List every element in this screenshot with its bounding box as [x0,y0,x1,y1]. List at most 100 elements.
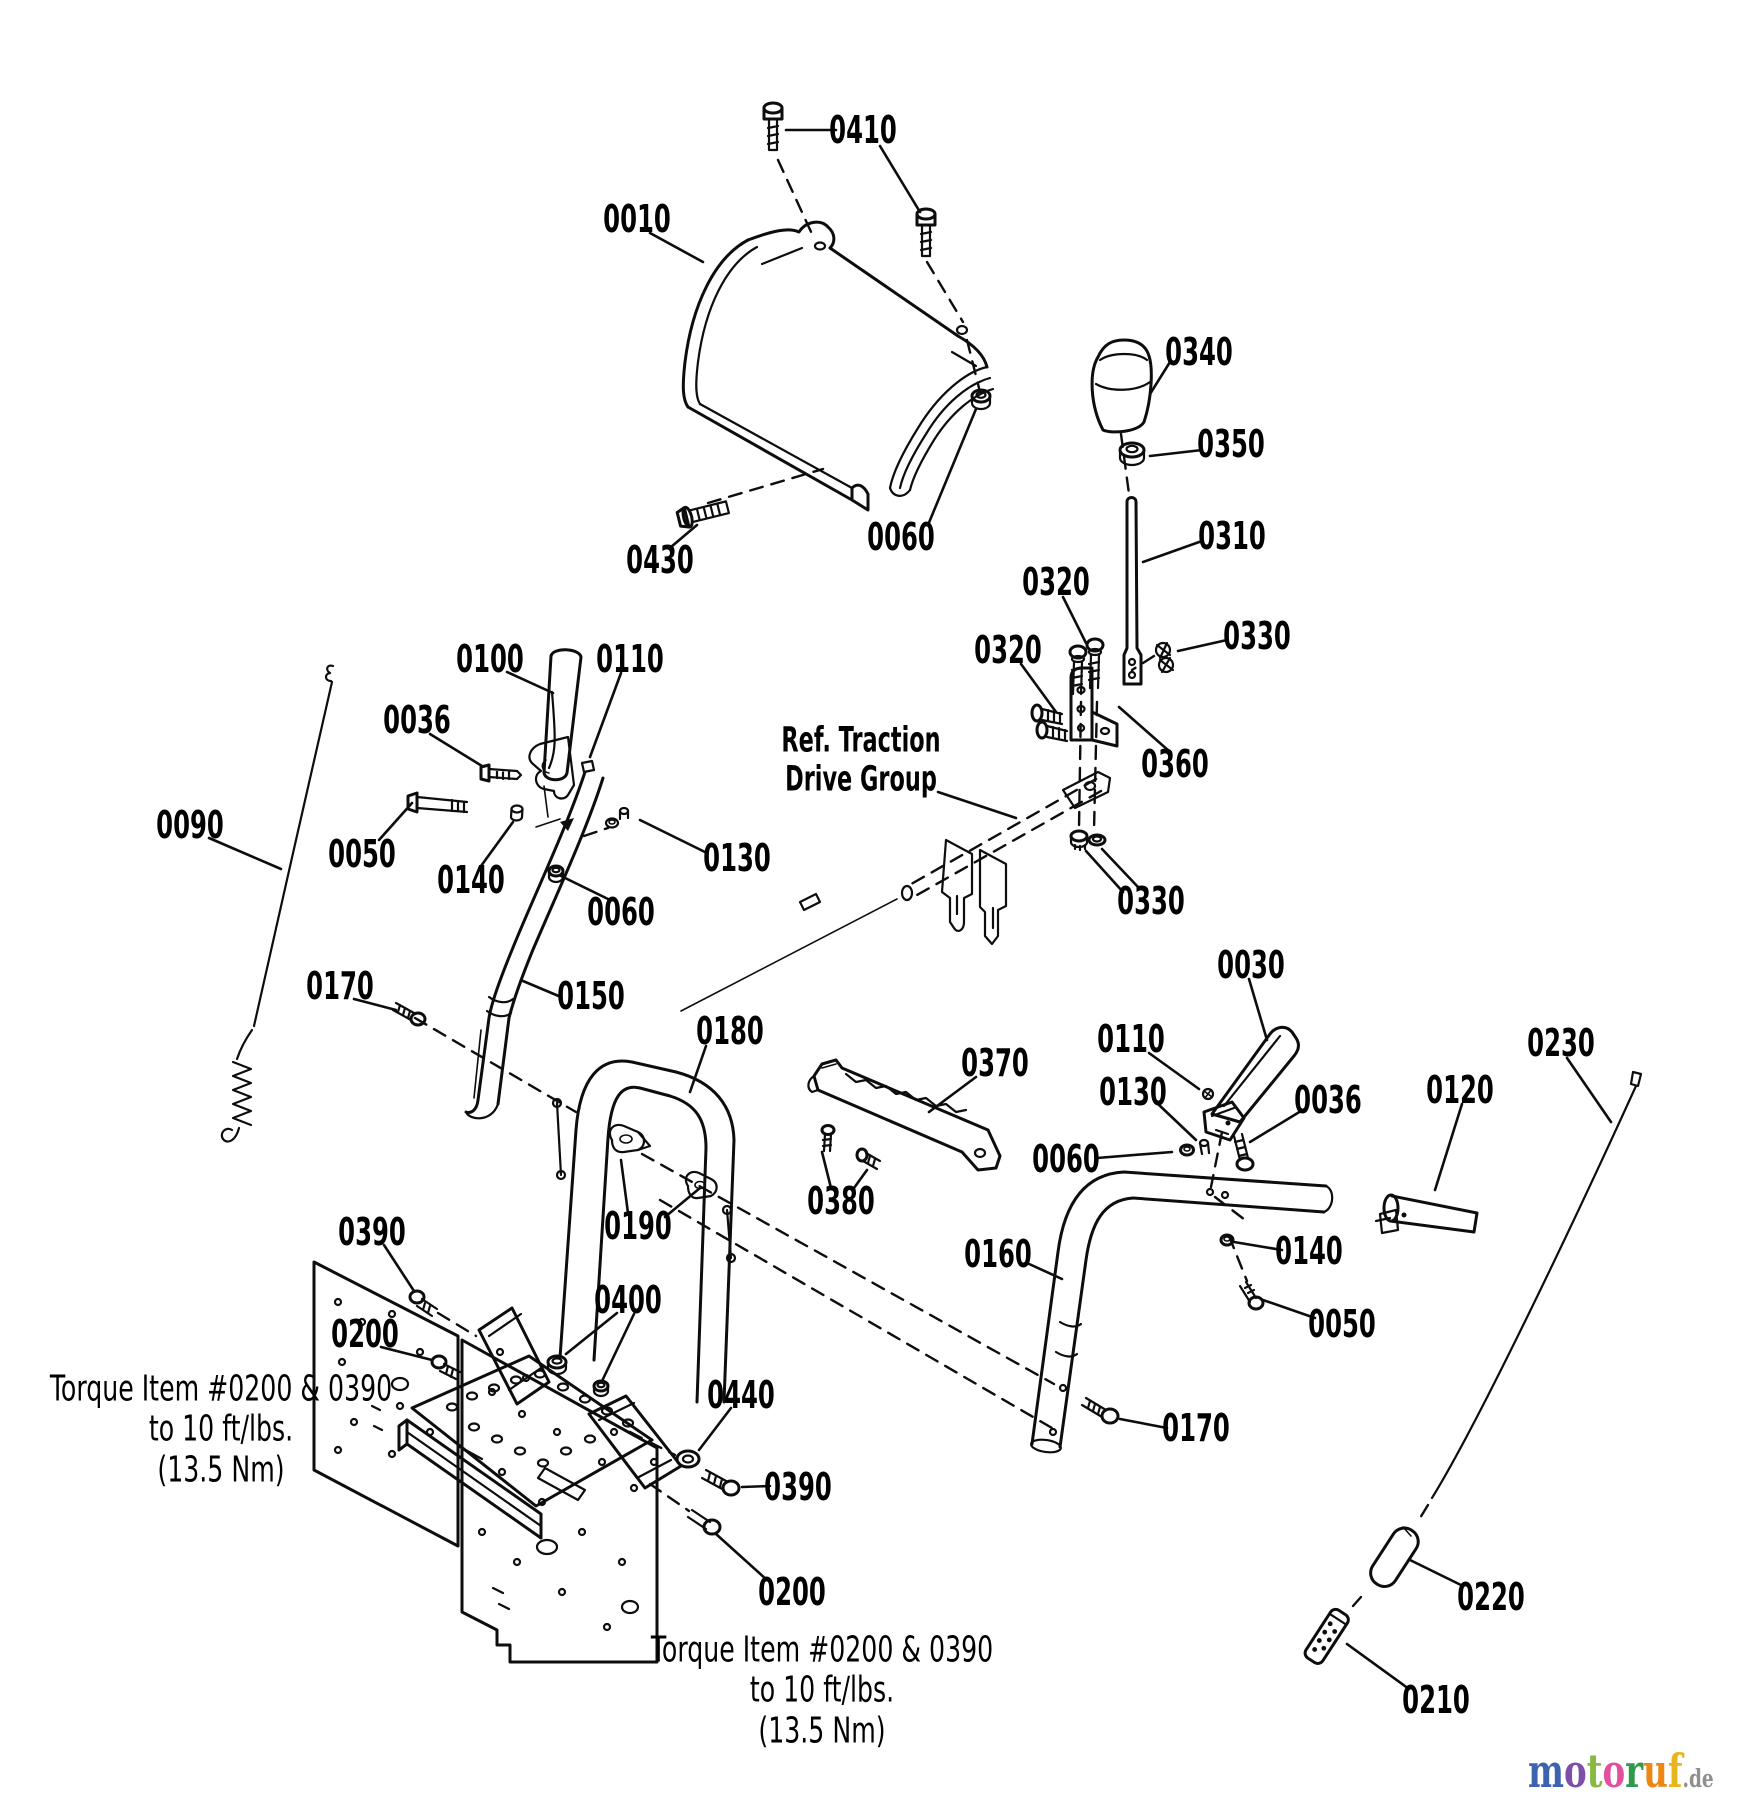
leader-0110-a [588,671,623,759]
callout-0010: 0010 [603,197,671,241]
leader-0320-a [1061,595,1088,645]
callout-0410: 0410 [829,108,897,152]
part-0050-bolt-b [1238,1280,1265,1311]
part-0120-grip-tube [1374,1193,1479,1235]
callout-0320-a: 0320 [1022,560,1090,604]
leader-0200-b [714,1532,769,1582]
part-0060-nut-c [1179,1143,1195,1157]
motoruf-logo[interactable]: motoruf.de [1528,1748,1714,1794]
part-0360-bracket [1069,666,1119,748]
leader-0230 [1565,1056,1613,1124]
leader-ref-note [936,790,1018,820]
part-0050-bolt-a [406,791,469,814]
ref-note-line2: Drive Group [785,759,937,799]
callout-0140-b: 0140 [1275,1229,1343,1273]
part-0440-washer [675,1449,701,1469]
part-0380-bolts [820,1124,882,1171]
leader-0410-b [878,144,922,214]
part-0110-nut-a [580,759,596,774]
leader-0190-1 [619,1158,630,1215]
leader-0330-b2 [1100,847,1140,889]
callout-0060-c: 0060 [1032,1137,1100,1181]
part-0330-clips [1154,641,1175,674]
dash-cable-sleeve-2 [1351,1595,1363,1608]
leader-0340 [1148,360,1172,396]
part-0170-bolt-a [391,1001,427,1027]
leader-0330-a [1176,638,1229,653]
callout-0190: 0190 [604,1204,672,1248]
ref-traction-drive-rod [680,770,1112,1012]
part-0310-shift-rod [1122,496,1143,686]
logo-suffix: .de [1682,1764,1714,1793]
callout-0160: 0160 [964,1232,1032,1276]
leader-0130-a [638,818,709,855]
part-0370-shift-plate [807,1058,1002,1172]
callout-0380: 0380 [807,1179,875,1223]
part-0430-screw [675,500,730,529]
ref-traction-drive-note: Ref. Traction Drive Group [781,720,941,799]
leader-0370 [927,1075,978,1114]
dash-left-handle-axis [413,1016,578,1114]
part-0200-bolt-b [686,1508,722,1536]
callout-0430: 0430 [626,538,694,582]
leader-0210 [1345,1642,1411,1691]
leader-0150 [521,979,563,999]
leader-0430 [669,523,699,549]
callout-0220: 0220 [1457,1575,1525,1619]
leader-0140-a [479,820,515,868]
part-0390-bolt-b [700,1468,741,1497]
torque-note-bottom-line3: (13.5 Nm) [758,1710,886,1752]
ref-note-line1: Ref. Traction [781,720,941,761]
part-0170-bolt-b [1080,1396,1120,1425]
part-0220-sleeve [1369,1526,1420,1588]
logo-letter-o1: o [1564,1744,1587,1798]
dash-0430-to-hood [706,467,825,505]
torque-note-bottom-line1: Torque Item #0200 & 0390 [650,1629,994,1671]
part-0340-knob [1090,338,1153,434]
part-0140-spacer-a [509,804,524,822]
leader-0160 [1025,1261,1064,1281]
torque-note-left: Torque Item #0200 & 0390 to 10 ft/lbs. (… [50,1369,392,1491]
leader-0050-a [377,801,414,842]
part-0390-bolt-a [408,1289,439,1318]
callout-0050-a: 0050 [328,832,396,876]
dash-0410b-to-hood [925,260,965,324]
leader-0030 [1247,977,1269,1042]
part-0036-bolt-a [479,763,523,783]
leader-0036-b [1248,1109,1303,1144]
leader-0390-a [382,1243,416,1293]
dash-0390a-to-clamp [436,1311,478,1338]
part-0180-frame [551,1059,737,1404]
callout-0036-b: 0036 [1294,1078,1362,1122]
leader-0360 [1117,705,1171,753]
torque-note-bottom-line2: to 10 ft/lbs. [749,1669,895,1711]
callout-0170-a: 0170 [306,964,374,1008]
callout-0060-a: 0060 [867,515,935,559]
part-0410-screw-b [915,207,937,258]
callout-0390-a: 0390 [338,1210,406,1254]
leader-0400-2 [601,1312,636,1381]
leader-0060-c [1095,1150,1174,1160]
callout-0140-a: 0140 [437,858,505,902]
dash-frame-axis-1 [658,1198,1054,1430]
leader-0400-1 [564,1311,619,1356]
leader-0380-2 [852,1168,869,1190]
callout-0360: 0360 [1141,742,1209,786]
callout-0110-b: 0110 [1097,1017,1165,1061]
part-0090-cable [220,664,335,1143]
leader-0060-a [926,407,978,527]
part-0330-keps-nuts [1069,829,1107,852]
logo-letter-f: f [1667,1744,1683,1798]
leader-0036-a [428,732,484,768]
logo-letter-t: t [1586,1744,1603,1798]
part-0036-bolt-b [1232,1132,1255,1172]
part-0100-clamp [528,735,576,818]
leader-0180 [688,1044,708,1094]
leader-0350 [1148,448,1204,458]
callout-0340: 0340 [1165,330,1233,374]
callout-0180: 0180 [696,1009,764,1053]
callout-0390-b: 0390 [764,1465,832,1509]
leader-0120 [1433,1102,1464,1192]
